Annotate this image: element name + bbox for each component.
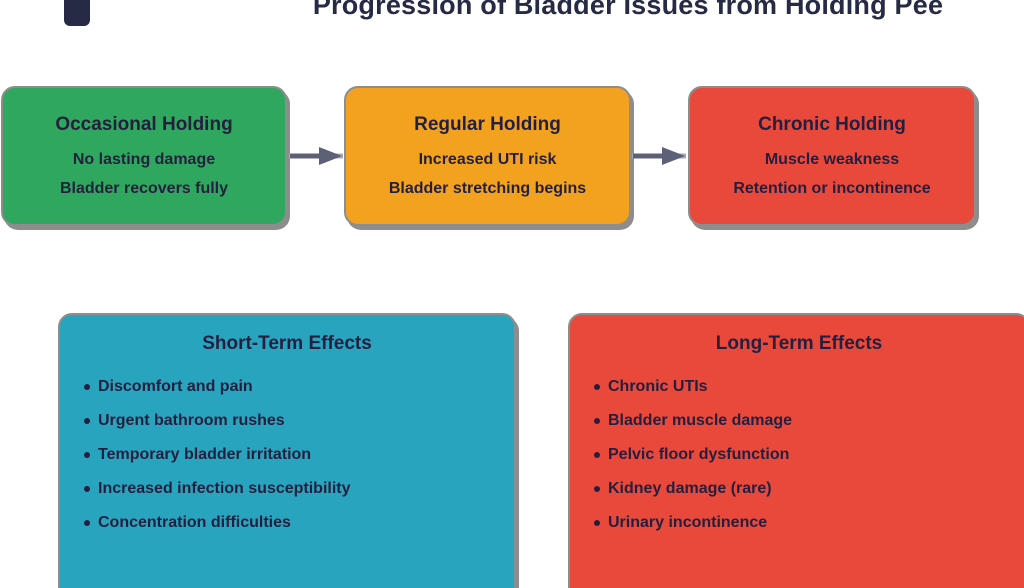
stage-card-regular-holding: Regular Holding Increased UTI risk Bladd… bbox=[344, 86, 631, 226]
effects-card-short-term: Short-Term Effects Discomfort and pain U… bbox=[58, 313, 516, 588]
list-item-label: Temporary bladder irritation bbox=[98, 446, 312, 463]
list-item-label: Increased infection susceptibility bbox=[98, 480, 351, 497]
list-item: Concentration difficulties bbox=[84, 513, 490, 533]
bullet-icon bbox=[594, 418, 600, 424]
list-item-label: Urinary incontinence bbox=[608, 514, 768, 531]
effects-list: Chronic UTIs Bladder muscle damage Pelvi… bbox=[594, 377, 1004, 533]
effects-card-long-term: Long-Term Effects Chronic UTIs Bladder m… bbox=[568, 313, 1024, 588]
stage-title: Chronic Holding bbox=[758, 114, 906, 135]
list-item: Chronic UTIs bbox=[594, 377, 1004, 397]
list-item: Bladder muscle damage bbox=[594, 411, 1004, 431]
stage-card-chronic-holding: Chronic Holding Muscle weakness Retentio… bbox=[688, 86, 976, 226]
arrow-right-icon bbox=[632, 143, 686, 169]
stage-title: Regular Holding bbox=[414, 114, 561, 135]
stage-line: Bladder stretching begins bbox=[388, 180, 587, 197]
list-item: Pelvic floor dysfunction bbox=[594, 445, 1004, 465]
list-item: Temporary bladder irritation bbox=[84, 445, 490, 465]
list-item-label: Concentration difficulties bbox=[98, 514, 291, 531]
effects-title: Long-Term Effects bbox=[715, 333, 883, 354]
bullet-icon bbox=[84, 486, 90, 492]
cropped-icon-fragment bbox=[64, 0, 90, 26]
stage-line: Retention or incontinence bbox=[733, 180, 931, 197]
bullet-icon bbox=[84, 452, 90, 458]
list-item: Increased infection susceptibility bbox=[84, 479, 490, 499]
stage-line: Bladder recovers fully bbox=[59, 180, 229, 197]
stage-line: Muscle weakness bbox=[764, 151, 900, 168]
stage-title: Occasional Holding bbox=[55, 114, 233, 135]
bullet-icon bbox=[594, 452, 600, 458]
list-item: Urgent bathroom rushes bbox=[84, 411, 490, 431]
bullet-icon bbox=[84, 384, 90, 390]
effects-list: Discomfort and pain Urgent bathroom rush… bbox=[84, 377, 490, 533]
list-item-label: Chronic UTIs bbox=[608, 378, 708, 395]
bullet-icon bbox=[594, 384, 600, 390]
bullet-icon bbox=[84, 520, 90, 526]
stage-line: No lasting damage bbox=[72, 151, 216, 168]
list-item-label: Kidney damage (rare) bbox=[608, 480, 772, 497]
list-item-label: Bladder muscle damage bbox=[608, 412, 793, 429]
arrow-right-icon bbox=[289, 143, 343, 169]
list-item: Urinary incontinence bbox=[594, 513, 1004, 533]
bullet-icon bbox=[594, 486, 600, 492]
list-item-label: Pelvic floor dysfunction bbox=[608, 446, 790, 463]
effects-title: Short-Term Effects bbox=[202, 333, 372, 354]
list-item: Kidney damage (rare) bbox=[594, 479, 1004, 499]
stage-line: Increased UTI risk bbox=[418, 151, 557, 168]
bullet-icon bbox=[84, 418, 90, 424]
list-item-label: Urgent bathroom rushes bbox=[98, 412, 285, 429]
stage-card-occasional-holding: Occasional Holding No lasting damage Bla… bbox=[1, 86, 287, 226]
bullet-icon bbox=[594, 520, 600, 526]
list-item-label: Discomfort and pain bbox=[98, 378, 253, 395]
page-title: Progression of Bladder Issues from Holdi… bbox=[312, 0, 944, 20]
list-item: Discomfort and pain bbox=[84, 377, 490, 397]
